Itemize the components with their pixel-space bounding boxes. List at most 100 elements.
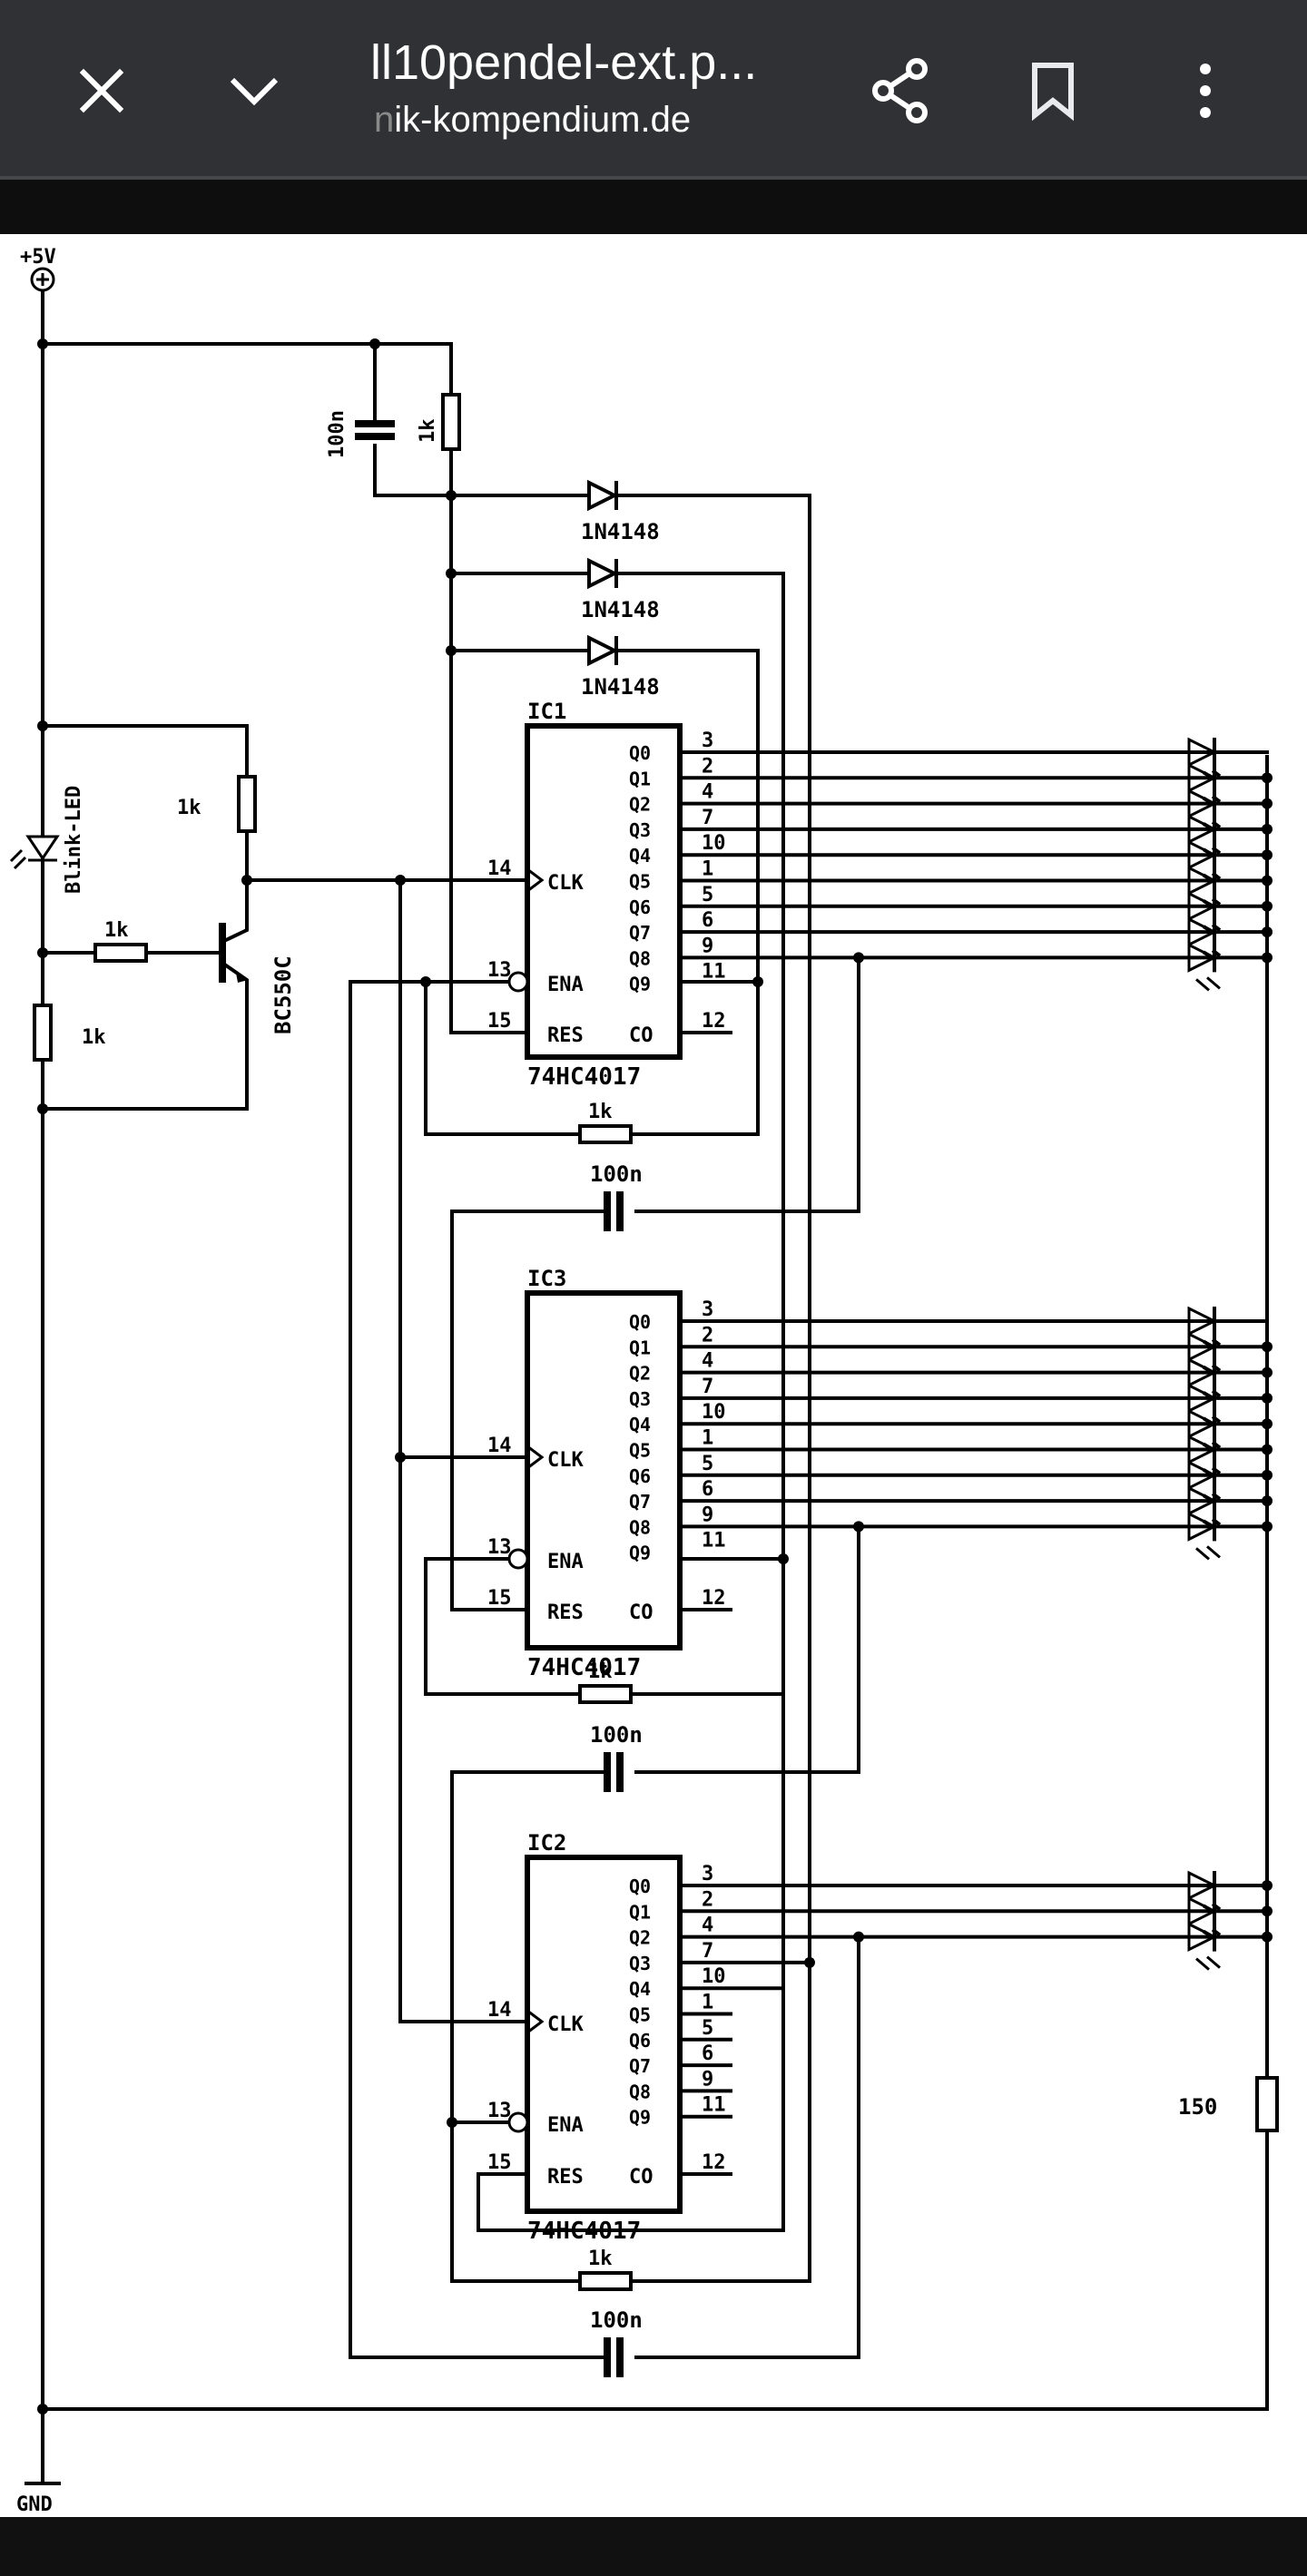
output-pin-number: 11 xyxy=(702,1530,726,1552)
output-pin-number: 2 xyxy=(702,1888,713,1911)
diode-1n4148 xyxy=(587,557,619,590)
junction-dot xyxy=(804,1956,815,1968)
ic2-part: 74HC4017 xyxy=(527,2218,641,2245)
output-label: Q0 xyxy=(629,1876,651,1897)
coupling-capacitor xyxy=(616,2337,624,2377)
junction-dot xyxy=(1262,1418,1273,1430)
output-label: Q4 xyxy=(629,1414,651,1435)
pin-label-res: RES xyxy=(547,1024,584,1047)
more-vert-icon xyxy=(1200,64,1211,118)
supply-label: +5V xyxy=(20,246,56,269)
chevron-down-icon xyxy=(230,77,279,106)
output-label: Q4 xyxy=(629,845,651,867)
co-pin-number: 12 xyxy=(702,2151,726,2174)
close-button[interactable] xyxy=(64,53,140,129)
output-label: Q7 xyxy=(629,1491,651,1513)
output-label: Q1 xyxy=(629,1901,651,1923)
led-light-arrows xyxy=(1195,1955,1221,1971)
output-led xyxy=(1187,814,1218,845)
junction-dot xyxy=(752,976,763,987)
more-options-button[interactable] xyxy=(1167,53,1243,129)
ic2-ena-loop xyxy=(450,2121,811,2283)
output-label: Q5 xyxy=(629,871,651,893)
res-label: 1k xyxy=(588,1101,613,1123)
output-pin-number: 1 xyxy=(702,858,713,881)
clock-triangle xyxy=(526,867,545,893)
junction-dot xyxy=(1262,1392,1273,1404)
output-pin-number: 4 xyxy=(702,781,713,804)
junction-dot xyxy=(1262,823,1273,835)
diode-label: 1N4148 xyxy=(581,674,660,700)
output-pin-number: 2 xyxy=(702,1324,713,1347)
ic2-body xyxy=(525,1855,683,2214)
output-led xyxy=(1187,1331,1218,1362)
junction-dot xyxy=(446,490,457,501)
junction-dot xyxy=(446,645,457,656)
junction-dot xyxy=(395,1452,406,1463)
junction-dot xyxy=(1262,1495,1273,1507)
pin-number: 13 xyxy=(487,1536,512,1559)
output-pin-number: 5 xyxy=(702,884,713,906)
ena-inversion-bubble xyxy=(507,2111,529,2133)
junction-dot xyxy=(369,338,380,349)
ena-resistor xyxy=(578,2271,633,2291)
output-pin-number: 6 xyxy=(702,1478,713,1501)
junction-dot xyxy=(1262,798,1273,809)
ena-resistor xyxy=(578,1684,633,1704)
share-button[interactable] xyxy=(862,53,938,129)
output-led xyxy=(1187,762,1218,793)
co-label: CO xyxy=(629,1601,654,1624)
junction-dot xyxy=(1262,1521,1273,1533)
output-pin-number: 5 xyxy=(702,1453,713,1475)
pin-number: 15 xyxy=(487,2151,512,2174)
co-pin-number: 12 xyxy=(702,1010,726,1033)
collapse-button[interactable] xyxy=(216,53,292,129)
led-resistor xyxy=(1255,2076,1279,2132)
output-pin-number: 9 xyxy=(702,935,713,957)
clock-triangle xyxy=(526,1445,545,1470)
pin-label-ena: ENA xyxy=(547,2114,584,2137)
co-pin-number: 12 xyxy=(702,1587,726,1610)
output-label: Q2 xyxy=(629,1927,651,1949)
coupling-capacitor xyxy=(616,1191,624,1231)
res-label: 1k xyxy=(588,2248,613,2270)
reset-line-ic1 xyxy=(449,494,528,1034)
page-url: nik-kompendium.de xyxy=(374,100,691,141)
top-capacitor xyxy=(355,433,395,440)
ic1-part: 74HC4017 xyxy=(527,1063,641,1091)
output-led xyxy=(1187,788,1218,819)
output-label: Q1 xyxy=(629,768,651,789)
coupling-capacitor xyxy=(604,1752,611,1792)
output-led xyxy=(1187,1408,1218,1439)
rc-loop xyxy=(41,342,453,497)
output-label: Q7 xyxy=(629,2055,651,2077)
ic1-body xyxy=(525,723,683,1060)
junction-dot xyxy=(37,2404,48,2414)
diode-label: 1N4148 xyxy=(581,597,660,622)
output-pin-number: 9 xyxy=(702,2068,713,2091)
output-pin-number: 7 xyxy=(702,1940,713,1963)
diode-1n4148 xyxy=(587,634,619,667)
output-led xyxy=(1187,1435,1218,1464)
junction-dot xyxy=(1262,900,1273,912)
ground-rail xyxy=(41,755,1269,2411)
cap-label: 100n xyxy=(590,2307,643,2333)
output-led xyxy=(1187,1383,1218,1414)
output-led xyxy=(1187,1895,1218,1926)
share-icon xyxy=(872,58,928,123)
bookmark-icon xyxy=(1032,63,1074,121)
output-pin-number: 11 xyxy=(702,2094,726,2117)
junction-dot xyxy=(1262,1469,1273,1481)
pin-number: 15 xyxy=(487,1010,512,1033)
output-led xyxy=(1187,891,1218,922)
output-label: Q8 xyxy=(629,2081,651,2102)
pin-number: 14 xyxy=(487,1435,512,1457)
junction-dot xyxy=(37,338,48,349)
collector-feed xyxy=(41,724,249,780)
output-pin-number: 3 xyxy=(702,1298,713,1321)
junction-dot xyxy=(1262,926,1273,938)
junction-dot xyxy=(447,2117,457,2128)
bookmark-button[interactable] xyxy=(1015,53,1091,129)
bottom-res-label: 1k xyxy=(82,1026,106,1049)
